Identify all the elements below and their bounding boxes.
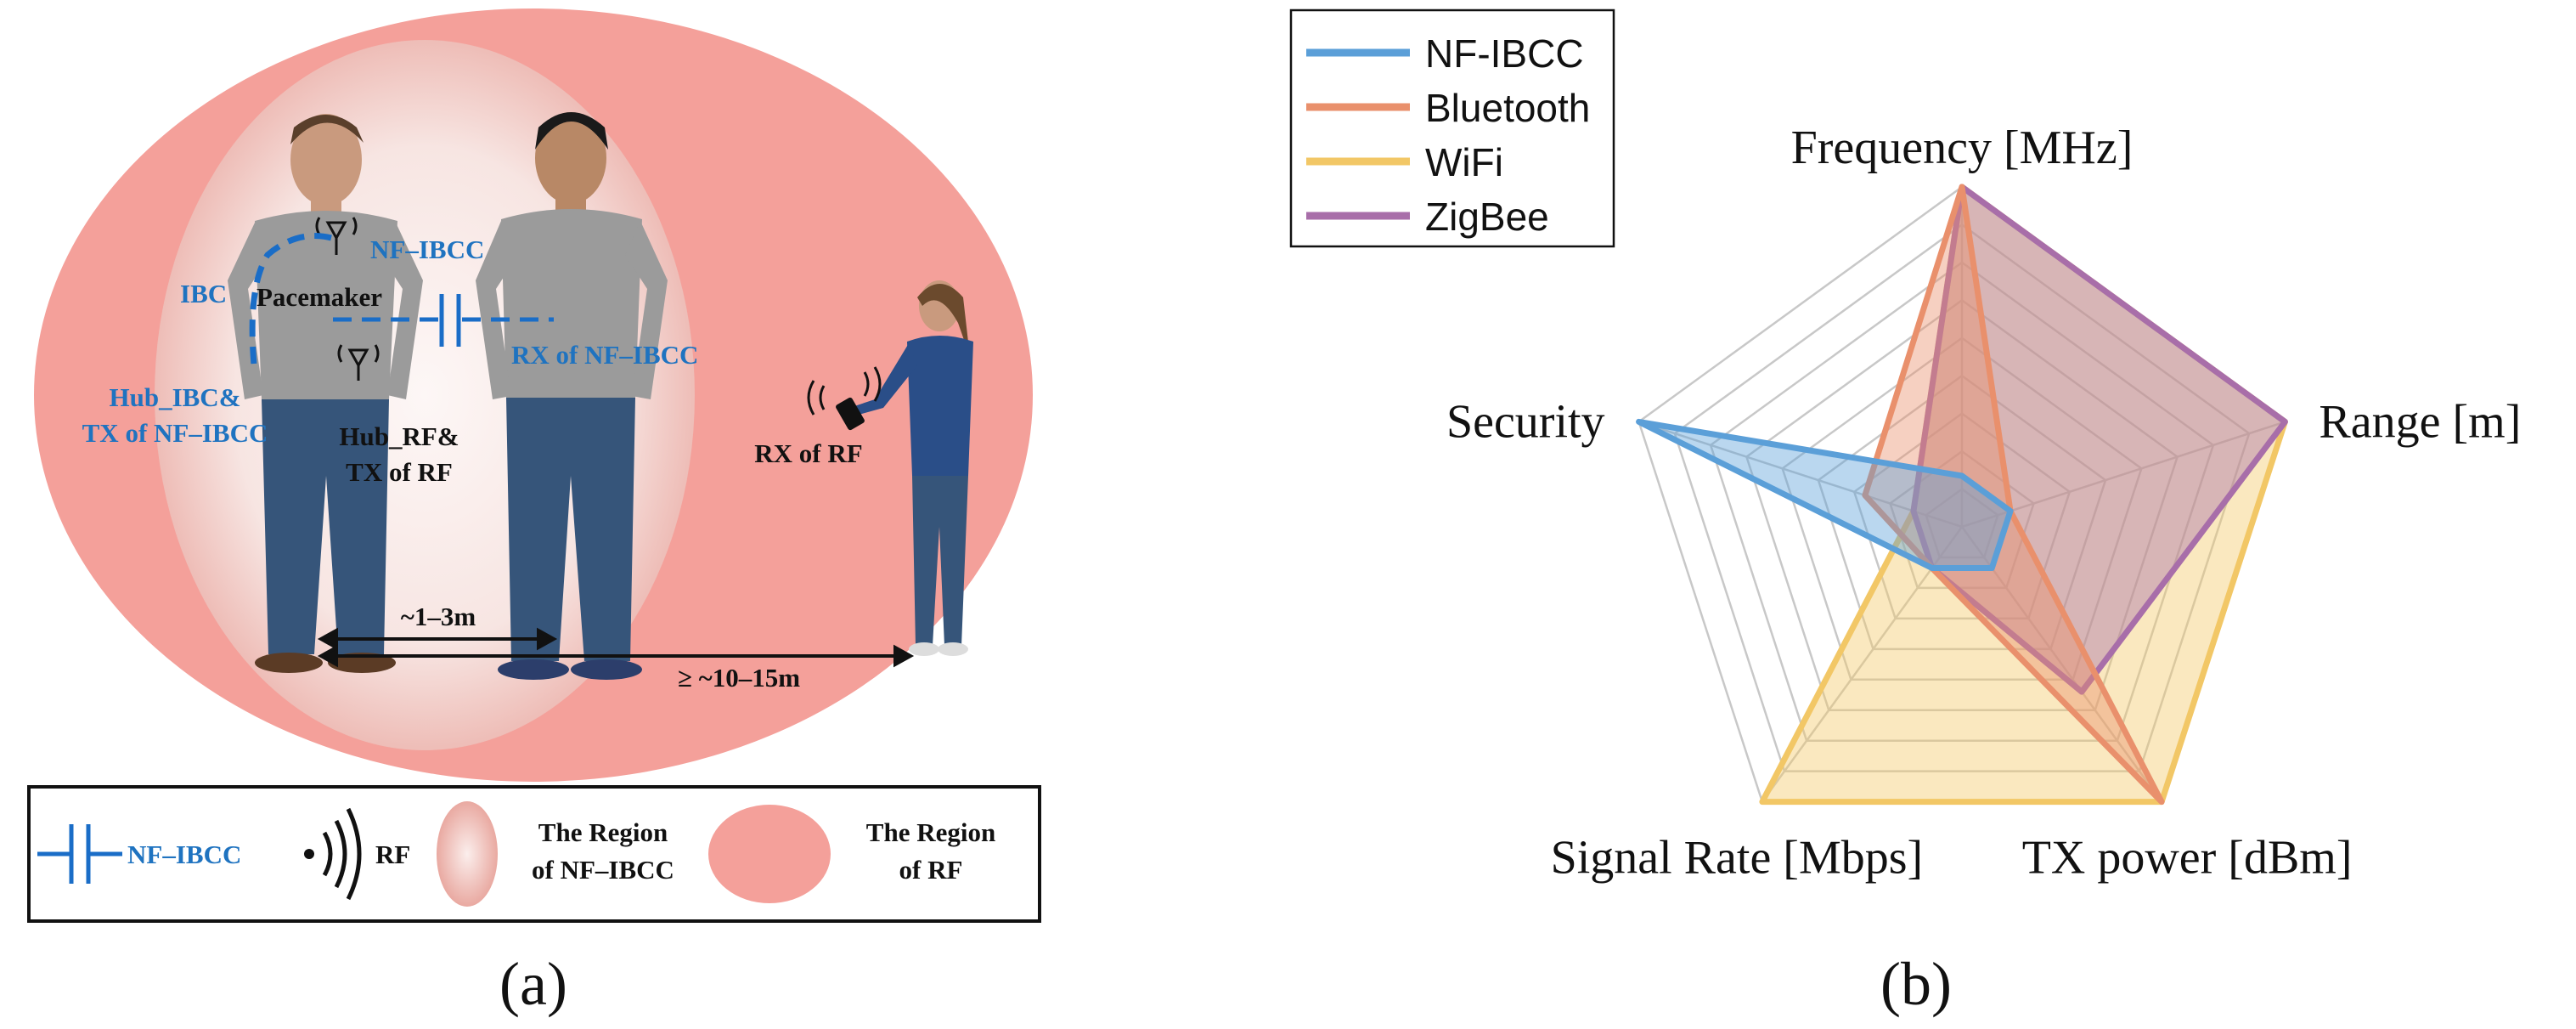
person-right-figure [849, 280, 973, 656]
legend-rf-symbol-icon [304, 807, 362, 901]
person-left-figure [228, 114, 423, 673]
radar-series-bluetooth [1862, 184, 2165, 806]
panel-b: Frequency [MHz] Range [m] TX power [dBm] Si… [1257, 0, 2576, 1029]
label-hub-ibc-line1: Hub_IBC& [109, 382, 240, 412]
panel-a-legend: NF–IBCC RF The Region of NF–IBCC The Reg… [27, 785, 1041, 923]
radar-grid-ring [1745, 298, 2179, 711]
radar-axis-label: Frequency [MHz] [1791, 122, 2134, 174]
label-rx-of-rf: RX of RF [754, 438, 862, 468]
legend-region-nf-line2: of NF–IBCC [532, 855, 674, 885]
label-distance-long: ≥ ~10–15m [678, 663, 800, 693]
panel-a: NF–IBCC IBC Pacemaker RX of NF–IBCC Hub_… [0, 0, 1062, 1029]
radar-grid-spoke [1960, 526, 2163, 803]
label-hub-rf-line1: Hub_RF& [339, 421, 459, 451]
ibc-dashed-path [249, 233, 332, 375]
radar-grid-ring [1888, 449, 2036, 590]
radar-axis-label: Security [1446, 395, 1605, 448]
radar-grid-ring [1673, 223, 2251, 772]
legend-nf-ibcc-symbol-icon [37, 824, 122, 884]
distance-arrow-short [317, 627, 558, 651]
radar-grid-spoke [1761, 526, 1964, 803]
label-pacemaker: Pacemaker [256, 282, 382, 312]
radar-axis-label: Signal Rate [Mbps] [1551, 832, 1924, 885]
radar-axis-labels: Frequency [MHz] Range [m] TX power [dBm] Si… [1446, 122, 2521, 885]
legend-rf-label: RF [375, 840, 410, 869]
legend-region-nf-line1: The Region [538, 817, 668, 847]
legend-region-rf-line1: The Region [866, 817, 995, 847]
antenna-hub-rf-icon [337, 344, 380, 381]
label-hub-rf-line2: TX of RF [346, 457, 453, 487]
radar-series-zigbee [1910, 184, 2288, 695]
label-hub-ibc-line2: TX of NF–IBCC [82, 418, 268, 448]
legend-label: NF-IBCC [1425, 31, 1584, 76]
radar-axis-label: Range [m] [2319, 395, 2521, 448]
nf-ibcc-link-symbol [333, 294, 554, 347]
legend-label: ZigBee [1425, 195, 1549, 239]
radar-grid-spoke [1638, 421, 1963, 529]
caption-a: (a) [499, 950, 567, 1018]
label-distance-short: ~1–3m [401, 602, 476, 631]
radar-grid-ring [1709, 261, 2215, 742]
legend-label: WiFi [1425, 140, 1503, 184]
legend-label: Bluetooth [1425, 86, 1590, 130]
radar-axis-label: TX power [dBm] [2022, 832, 2353, 885]
rf-transmitter-device-icon [807, 366, 882, 431]
label-nf-ibcc: NF–IBCC [370, 235, 484, 264]
radar-grid-ring [1781, 336, 2143, 681]
panel-a-diagram: NF–IBCC IBC Pacemaker RX of NF–IBCC Hub_… [27, 8, 1041, 1018]
radar-grid [1637, 185, 2286, 803]
radar-chart: Frequency [MHz] Range [m] TX power [dBm] Si… [1289, 8, 2521, 1018]
label-ibc: IBC [180, 279, 227, 308]
person-middle-figure [476, 112, 668, 680]
caption-b: (b) [1880, 950, 1952, 1018]
legend-nf-region-swatch [437, 801, 498, 907]
legend-rf-region-swatch [708, 805, 831, 903]
radar-series-nf-ibcc [1636, 418, 2014, 572]
radar-grid-ring [1817, 374, 2107, 651]
label-rx-nf-ibcc: RX of NF–IBCC [511, 340, 698, 370]
legend-region-rf-line2: of RF [899, 855, 963, 885]
distance-arrow-long [317, 644, 915, 668]
radar-grid-ring [1925, 488, 1999, 559]
radar-grid-spoke [1961, 421, 2286, 529]
legend-nf-ibcc-label: NF–IBCC [127, 840, 241, 869]
radar-series-group [1636, 184, 2288, 806]
